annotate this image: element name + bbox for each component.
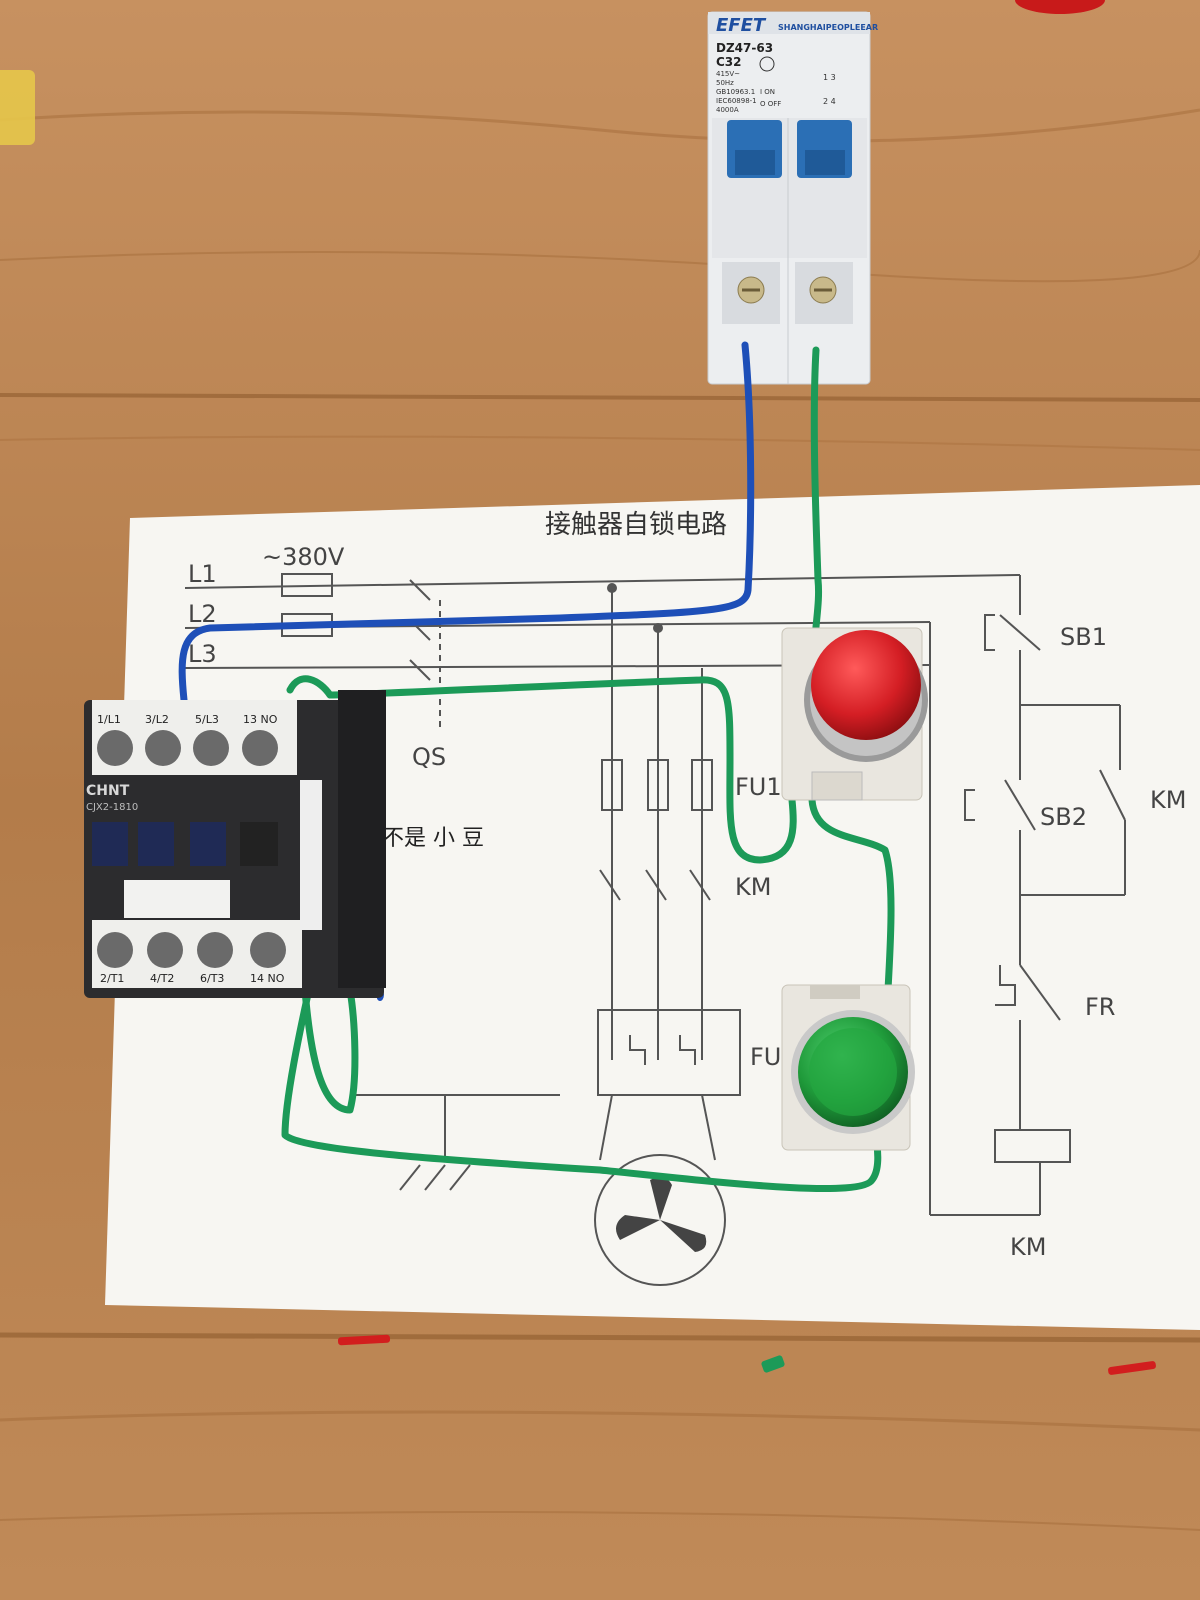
green-wire-bottom — [281, 981, 882, 1193]
breaker-spec-2: 50Hz — [716, 79, 734, 87]
contactor-brand: CHNT — [86, 783, 130, 799]
terminal-top-3: 5/L3 — [195, 713, 219, 726]
breaker-spec-4: IEC60898-1 — [716, 97, 757, 105]
motor-fan-symbol — [616, 1176, 707, 1252]
fr-label: FR — [1085, 993, 1115, 1021]
contactor-window — [124, 880, 230, 918]
breaker-spec-1: 415V~ — [716, 70, 740, 78]
green-wire-breaker — [810, 346, 823, 644]
green-wire-offcut — [761, 1355, 785, 1373]
breaker-maker: SHANGHAIPEOPLEEAR — [778, 23, 878, 32]
terminal-bottom-2: 4/T2 — [150, 972, 174, 985]
km-contacts-label: KM — [735, 873, 771, 901]
terminal-top-2: 3/L2 — [145, 713, 169, 726]
wires — [178, 341, 895, 1193]
breaker-rating: C32 — [716, 55, 742, 69]
stop-pushbutton[interactable] — [781, 627, 928, 801]
contactor-model: CJX2-1810 — [86, 802, 138, 813]
circuit-diagram — [184, 573, 1126, 1286]
terminal-screw-13no — [242, 730, 278, 766]
terminal-screw-l2 — [145, 730, 181, 766]
breaker-terminals-bottom: 2 4 — [823, 97, 836, 106]
breaker-off-label: O OFF — [760, 100, 781, 108]
breaker-on-label: I ON — [760, 88, 775, 96]
circuit-breaker: EFET SHANGHAIPEOPLEEAR DZ47-63 C32 415V~… — [707, 11, 878, 385]
qs-label: QS — [412, 743, 446, 771]
ccc-mark-icon — [759, 56, 775, 72]
fr-box-label: FU — [750, 1043, 781, 1071]
terminal-screw-l1 — [97, 730, 133, 766]
handwritten-note: 不是 小 豆 — [382, 826, 484, 851]
terminal-screw-t1 — [97, 932, 133, 968]
green-wire-top — [286, 675, 797, 864]
breaker-spec-3: GB10963.1 — [716, 88, 755, 96]
terminal-bottom-4: 14 NO — [250, 972, 285, 985]
yellow-object — [0, 70, 35, 145]
terminal-bottom-1: 2/T1 — [100, 972, 124, 985]
blue-wire — [178, 341, 755, 704]
fu1-label: FU1 — [735, 773, 782, 801]
terminal-screw-t3 — [197, 932, 233, 968]
terminal-screw-14no — [250, 932, 286, 968]
red-object — [1015, 0, 1105, 14]
breaker-terminals-top: 1 3 — [823, 73, 836, 82]
breaker-model: DZ47-63 — [716, 41, 773, 55]
start-pushbutton[interactable] — [781, 984, 915, 1151]
terminal-screw-l3 — [193, 730, 229, 766]
red-wire-offcut — [337, 1334, 391, 1346]
contactor-barcode-label — [300, 780, 322, 930]
km-hold-label: KM — [1150, 786, 1186, 814]
sb1-label: SB1 — [1060, 623, 1107, 651]
terminal-top-1: 1/L1 — [97, 713, 121, 726]
line-label-l2: L2 — [188, 600, 217, 628]
terminal-screw-t2 — [147, 932, 183, 968]
terminal-top-4: 13 NO — [243, 713, 278, 726]
green-wire-right — [808, 796, 895, 994]
diagram-title: 接触器自锁电路 — [545, 510, 727, 540]
sb2-label: SB2 — [1040, 803, 1087, 831]
line-label-l1: L1 — [188, 560, 217, 588]
terminal-bottom-3: 6/T3 — [200, 972, 224, 985]
line-label-l3: L3 — [188, 640, 217, 668]
breaker-brand: EFET — [716, 15, 767, 36]
breaker-spec-5: 4000A — [716, 106, 739, 114]
green-wire-loop — [301, 986, 359, 1114]
red-button-cap[interactable] — [811, 630, 921, 740]
km-coil-label: KM — [1010, 1233, 1046, 1261]
contactor: 1/L1 3/L2 5/L3 13 NO CHNT CJX2-1810 2/T1… — [84, 690, 386, 998]
supply-label: ~380V — [262, 543, 345, 571]
red-wire-offcut-2 — [1108, 1361, 1156, 1375]
